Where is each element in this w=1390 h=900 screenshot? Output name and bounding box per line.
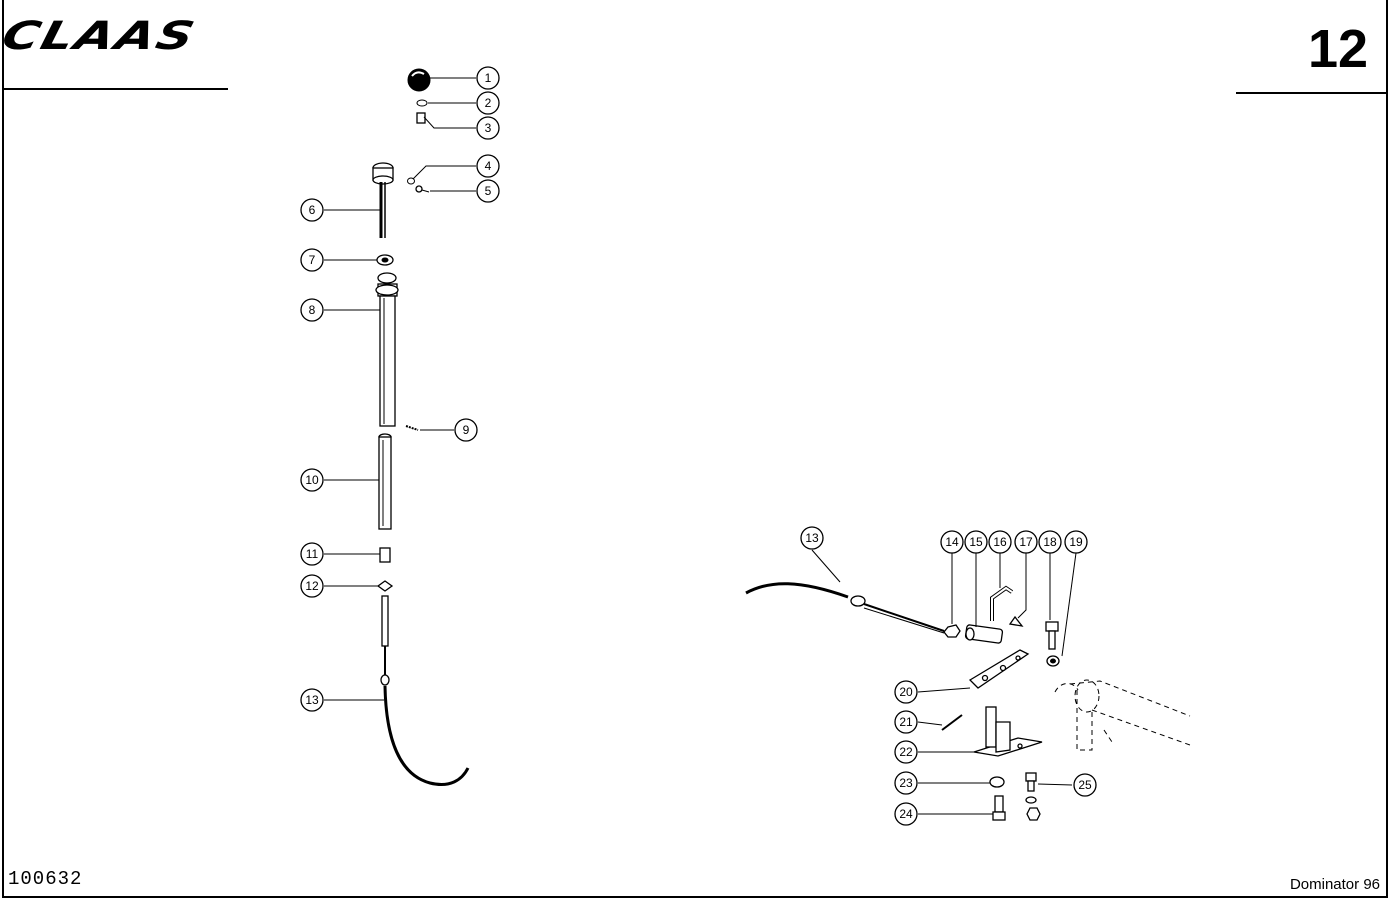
part-1-knob bbox=[407, 68, 431, 92]
callout-6: 6 bbox=[300, 198, 324, 222]
callout-16: 16 bbox=[988, 530, 1012, 554]
part-11-nut bbox=[379, 547, 391, 563]
callout-12: 12 bbox=[300, 574, 324, 598]
svg-text:8: 8 bbox=[309, 303, 316, 317]
svg-text:19: 19 bbox=[1069, 535, 1083, 549]
callout-5: 5 bbox=[476, 179, 500, 203]
svg-text:6: 6 bbox=[309, 203, 316, 217]
callout-13-left: 13 bbox=[300, 688, 324, 712]
svg-text:14: 14 bbox=[945, 535, 959, 549]
svg-text:1: 1 bbox=[485, 71, 492, 85]
part-5-screw bbox=[415, 185, 430, 193]
svg-text:9: 9 bbox=[463, 423, 470, 437]
page-number: 12 bbox=[1308, 19, 1369, 79]
part-17-split-pin bbox=[1008, 615, 1024, 627]
model-name: Dominator 96 bbox=[1289, 876, 1380, 893]
part-24-bolt bbox=[992, 795, 1006, 821]
callouts-right: 13 14 15 16 17 18 19 20 21 22 23 24 25 bbox=[800, 526, 1097, 826]
callout-21: 21 bbox=[894, 710, 918, 734]
svg-text:5: 5 bbox=[485, 184, 492, 198]
frame-bottom-border bbox=[2, 896, 1388, 898]
lever-arm bbox=[372, 125, 423, 185]
svg-text:21: 21 bbox=[899, 715, 913, 729]
svg-text:15: 15 bbox=[969, 535, 983, 549]
part-23-washer bbox=[989, 776, 1005, 788]
part-6-rod bbox=[379, 182, 386, 238]
drawing-number: 100632 bbox=[8, 868, 83, 890]
callout-3: 3 bbox=[476, 116, 500, 140]
callout-13-right: 13 bbox=[800, 526, 824, 550]
part-25-bolt-set bbox=[1025, 772, 1041, 821]
svg-text:3: 3 bbox=[485, 121, 492, 135]
callout-22: 22 bbox=[894, 740, 918, 764]
part-16-hook-bolt bbox=[990, 585, 1014, 621]
callout-1: 1 bbox=[476, 66, 500, 90]
svg-text:10: 10 bbox=[305, 473, 319, 487]
svg-text:18: 18 bbox=[1043, 535, 1057, 549]
header-rule-left bbox=[4, 88, 228, 90]
callout-24: 24 bbox=[894, 802, 918, 826]
svg-text:2: 2 bbox=[485, 96, 492, 110]
part-2-ring bbox=[416, 99, 428, 107]
part-7-washer bbox=[376, 254, 394, 266]
callout-4: 4 bbox=[476, 154, 500, 178]
callout-9: 9 bbox=[454, 418, 478, 442]
left-assembly bbox=[372, 68, 470, 786]
part-10-lower-tube bbox=[378, 433, 392, 530]
callout-15: 15 bbox=[964, 530, 988, 554]
svg-text:13: 13 bbox=[305, 693, 319, 707]
callout-25: 25 bbox=[1073, 773, 1097, 797]
callout-10: 10 bbox=[300, 468, 324, 492]
part-18-bolt bbox=[1045, 621, 1059, 650]
callout-11: 11 bbox=[300, 542, 324, 566]
part-12-washer bbox=[376, 580, 394, 592]
callout-2: 2 bbox=[476, 91, 500, 115]
frame-left-border bbox=[2, 0, 4, 898]
svg-text:7: 7 bbox=[309, 253, 316, 267]
part-8-tube bbox=[375, 272, 399, 427]
callout-18: 18 bbox=[1038, 530, 1062, 554]
callout-7: 7 bbox=[300, 248, 324, 272]
svg-text:17: 17 bbox=[1019, 535, 1033, 549]
svg-text:12: 12 bbox=[305, 579, 319, 593]
svg-text:25: 25 bbox=[1078, 778, 1092, 792]
header-rule-right bbox=[1236, 92, 1386, 94]
callouts-left: 1 2 3 4 5 6 7 8 9 10 11 12 13 bbox=[300, 66, 500, 712]
part-9-pin bbox=[405, 425, 419, 431]
part-19-nut bbox=[1046, 655, 1060, 667]
part-4-washer bbox=[407, 177, 415, 185]
frame-tube-dashed bbox=[1054, 679, 1191, 751]
part-15-clamp bbox=[964, 624, 1004, 644]
svg-text:11: 11 bbox=[306, 547, 319, 561]
svg-text:16: 16 bbox=[993, 535, 1007, 549]
svg-text:23: 23 bbox=[899, 776, 913, 790]
svg-text:24: 24 bbox=[899, 807, 913, 821]
part-13-cable-right bbox=[745, 582, 945, 634]
leader-lines bbox=[324, 77, 1077, 815]
callout-14: 14 bbox=[940, 530, 964, 554]
callout-23: 23 bbox=[894, 771, 918, 795]
svg-text:13: 13 bbox=[805, 531, 819, 545]
part-14-nut bbox=[943, 624, 961, 638]
part-3-bushing bbox=[416, 112, 426, 124]
right-assembly bbox=[745, 582, 1191, 821]
svg-text:4: 4 bbox=[485, 159, 492, 173]
callout-19: 19 bbox=[1064, 530, 1088, 554]
part-20-plate bbox=[968, 649, 1030, 689]
callout-17: 17 bbox=[1014, 530, 1038, 554]
frame-right-border bbox=[1386, 0, 1388, 898]
part-13-cable bbox=[380, 595, 470, 786]
part-22-bracket bbox=[973, 706, 1043, 757]
part-21-pin bbox=[941, 714, 963, 731]
callout-20: 20 bbox=[894, 680, 918, 704]
callout-8: 8 bbox=[300, 298, 324, 322]
svg-text:20: 20 bbox=[899, 685, 913, 699]
svg-text:22: 22 bbox=[899, 745, 913, 759]
